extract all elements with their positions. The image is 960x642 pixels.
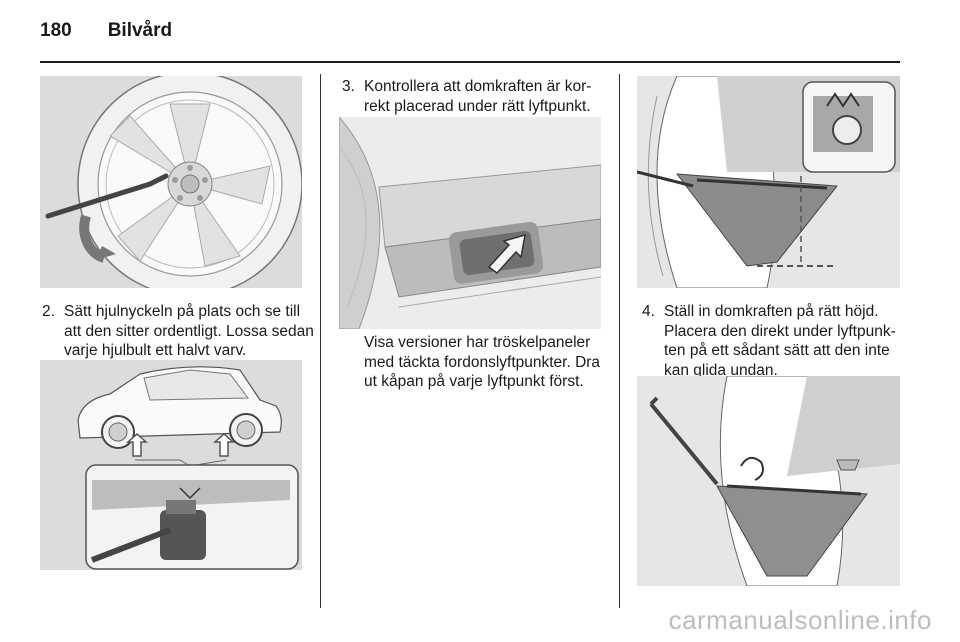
step-3-text: Kontrollera att domkraften är kor-rekt p… bbox=[364, 78, 592, 115]
column-divider-1 bbox=[320, 74, 321, 608]
car-lift-points-figure bbox=[40, 360, 302, 570]
step-2: 2. Sätt hjulnyckeln på plats och se till… bbox=[42, 302, 317, 361]
watermark: carmanualsonline.info bbox=[668, 605, 932, 635]
header-rule bbox=[40, 61, 900, 63]
wheel-wrench-figure bbox=[40, 76, 302, 288]
section-title: Bilvård bbox=[107, 20, 173, 41]
jack-position-figure bbox=[637, 76, 900, 288]
page-header: 180 Bilvård bbox=[40, 20, 172, 50]
sill-cover-figure bbox=[339, 117, 601, 329]
page-number: 180 bbox=[40, 20, 72, 41]
jack-height-figure bbox=[637, 376, 900, 586]
step-2-text: Sätt hjulnyckeln på plats och se till at… bbox=[64, 303, 314, 359]
step-3: 3. Kontrollera att domkraften är kor-rek… bbox=[342, 77, 604, 116]
column-divider-2 bbox=[619, 74, 620, 608]
note-covered-lift-points: Visa versioner har tröskelpaneler med tä… bbox=[364, 334, 601, 390]
step-3-number: 3. bbox=[342, 78, 355, 95]
step-4-text: Ställ in domkraften på rätt höjd. Placer… bbox=[664, 303, 896, 379]
step-4: 4. Ställ in domkraften på rätt höjd. Pla… bbox=[642, 302, 904, 380]
step-4-number: 4. bbox=[642, 303, 655, 320]
step-2-number: 2. bbox=[42, 303, 55, 320]
